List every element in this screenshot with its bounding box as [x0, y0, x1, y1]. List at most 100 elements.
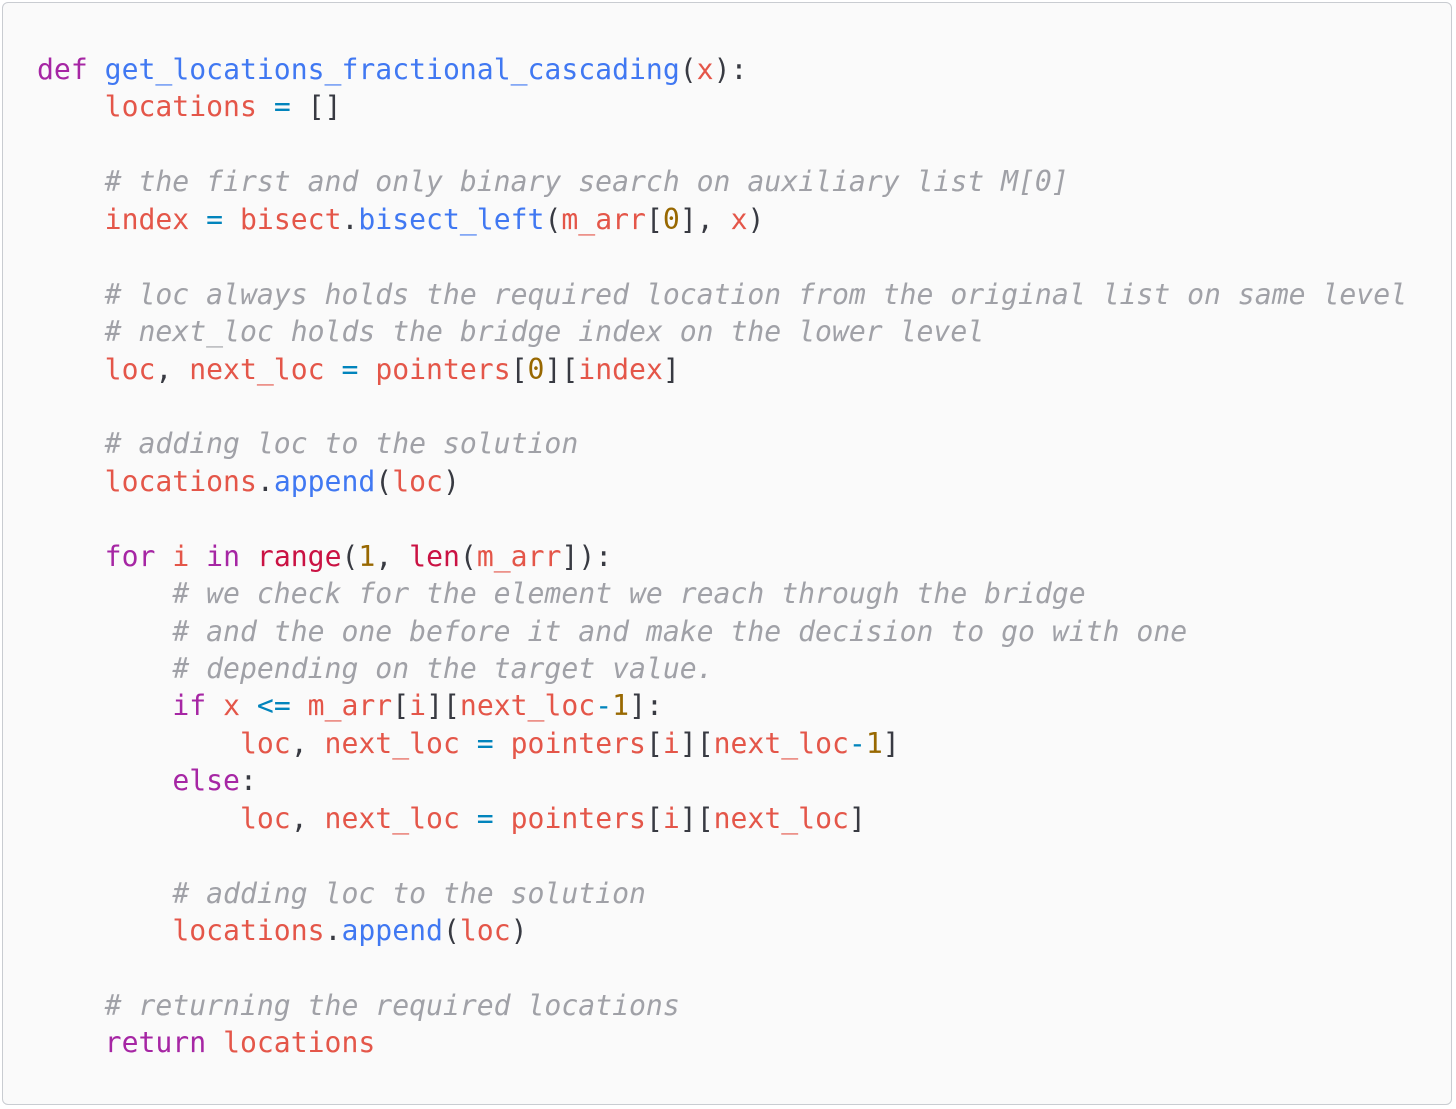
code-token [37, 1026, 105, 1059]
code-token [240, 689, 257, 722]
code-token: ( [375, 464, 393, 498]
code-token [37, 353, 105, 386]
code-token: return [104, 1026, 207, 1060]
code-token: # we check for the element we reach thro… [172, 577, 1086, 611]
code-token: [ [510, 352, 528, 386]
code-token: # adding loc to the solution [104, 427, 579, 461]
code-token: ( [459, 539, 477, 573]
code-token: 1 [358, 539, 376, 573]
code-line: loc, next_loc = pointers[0][index] [37, 351, 1407, 388]
code-token: i [409, 689, 427, 723]
code-token: 0 [662, 202, 680, 236]
code-token [37, 540, 105, 573]
code-token: , [375, 539, 410, 573]
code-token [460, 727, 477, 760]
code-line: else: [37, 762, 1407, 799]
code-token: ( [544, 202, 562, 236]
code-line [37, 500, 1407, 537]
code-token [37, 802, 240, 835]
code-token [37, 90, 105, 123]
code-token: = [206, 202, 224, 236]
code-token: ( [679, 53, 697, 86]
code-token: m_arr [307, 689, 393, 723]
code-token: bisect_left [358, 202, 545, 236]
code-token: . [341, 202, 359, 236]
code-token [37, 615, 172, 648]
code-line: def get_locations_fractional_cascading(x… [37, 51, 1407, 88]
code-token: bisect [240, 202, 342, 236]
code-token: [ [645, 801, 663, 835]
code-token: locations [223, 1026, 376, 1060]
code-token: = [341, 352, 359, 386]
code-line: locations.append(loc) [37, 463, 1407, 500]
code-token: next_loc [324, 726, 460, 760]
code-line: if x <= m_arr[i][next_loc-1]: [37, 687, 1407, 724]
code-token: next_loc [713, 726, 849, 760]
code-token: i [662, 726, 680, 760]
code-token: ][ [679, 726, 714, 760]
code-token: 0 [527, 352, 545, 386]
code-token: loc [459, 914, 511, 948]
code-token [223, 203, 240, 236]
code-token: , [290, 801, 325, 835]
code-token [325, 353, 342, 386]
code-token: x [223, 689, 240, 723]
code-token: loc [392, 464, 443, 498]
code-token [494, 727, 511, 760]
code-token: . [256, 464, 274, 498]
code-line: index = bisect.bisect_left(m_arr[0], x) [37, 201, 1407, 238]
code-token: . [324, 914, 342, 948]
code-token: # the first and only binary search on au… [104, 165, 1069, 199]
code-token [37, 465, 105, 498]
code-token: ( [341, 539, 359, 573]
code-token [37, 689, 172, 722]
code-token [257, 90, 274, 123]
code-token [37, 877, 172, 910]
code-line: return locations [37, 1024, 1407, 1061]
code-token: in [206, 539, 240, 573]
code-token: # loc always holds the required location… [104, 277, 1408, 311]
code-line: # depending on the target value. [37, 650, 1407, 687]
code-token [460, 802, 477, 835]
code-token: - [848, 726, 866, 760]
code-token: next_loc [459, 689, 596, 723]
code-token: - [595, 689, 613, 723]
code-token: # returning the required locations [104, 988, 680, 1022]
code-line: loc, next_loc = pointers[i][next_loc] [37, 800, 1407, 837]
code-token: len [409, 539, 460, 573]
code-token: loc [239, 726, 291, 760]
code-line: # and the one before it and make the dec… [37, 613, 1407, 650]
code-token [37, 914, 172, 947]
code-token [240, 540, 257, 573]
code-token: ] [662, 352, 680, 386]
code-token [494, 802, 511, 835]
code-line: loc, next_loc = pointers[i][next_loc-1] [37, 725, 1407, 762]
code-token: ) [442, 464, 460, 498]
code-token: , [155, 352, 190, 386]
code-token: next_loc [713, 801, 849, 835]
code-token: ], [679, 202, 731, 236]
code-line: # returning the required locations [37, 987, 1407, 1024]
code-token: get_locations_fractional_cascading [104, 53, 680, 86]
code-token [206, 689, 223, 722]
code-token [37, 727, 240, 760]
code-token [358, 353, 375, 386]
code-token [206, 1026, 223, 1059]
code-line: # loc always holds the required location… [37, 276, 1407, 313]
code-token: ) [747, 202, 765, 236]
code-token: # and the one before it and make the dec… [172, 614, 1188, 648]
code-token: i [662, 801, 680, 835]
code-token: [] [290, 90, 342, 124]
code-token: ][ [679, 801, 714, 835]
code-line [37, 950, 1407, 987]
code-line: # next_loc holds the bridge index on the… [37, 313, 1407, 350]
code-token: pointers [375, 352, 511, 386]
code-token: # depending on the target value. [172, 652, 714, 685]
code-token: x [730, 202, 748, 236]
code-token: ( [442, 914, 460, 948]
code-token: ][ [426, 689, 460, 723]
code-token [37, 278, 105, 311]
code-token: pointers [510, 726, 646, 760]
code-token: pointers [510, 801, 646, 835]
